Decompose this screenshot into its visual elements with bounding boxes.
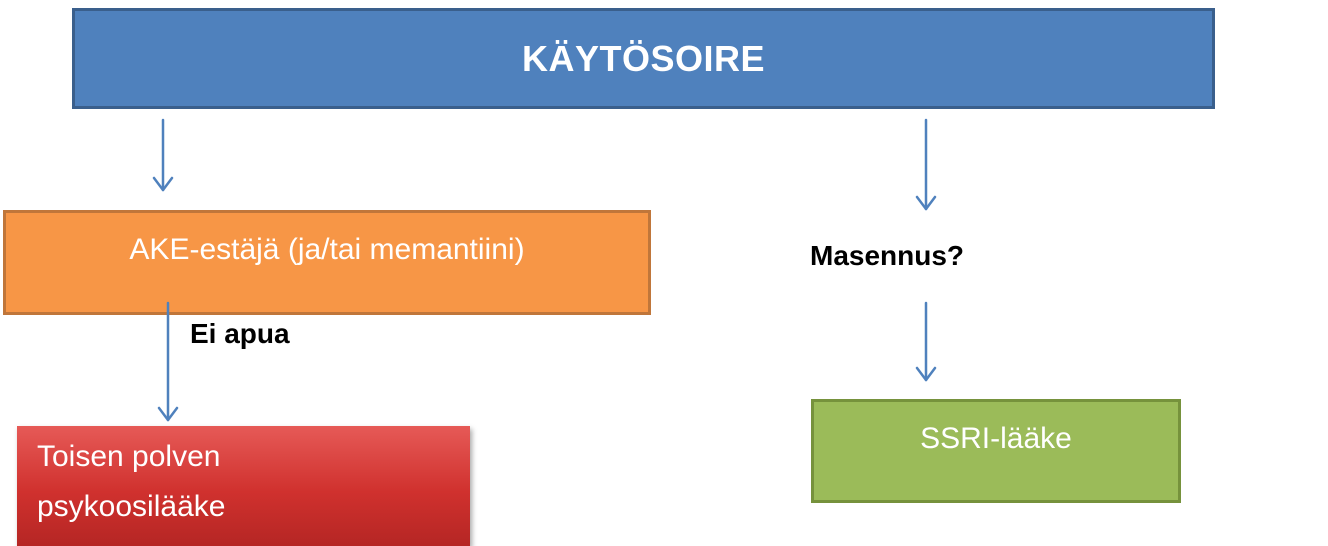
no-help-label: Ei apua (190, 318, 290, 349)
ache-inhibitor-box: AKE-estäjä (ja/tai memantiini) (3, 210, 651, 315)
antipsychotic-line-1: Toisen polven (37, 440, 221, 473)
arrow-ache-to-antipsychotic (157, 301, 179, 422)
antipsychotic-box: Toisen polven psykoosilääke (17, 426, 470, 546)
ssri-box: SSRI-lääke (811, 399, 1181, 503)
title-box: KÄYTÖSOIRE (72, 8, 1215, 109)
ache-inhibitor-text: AKE-estäjä (ja/tai memantiini) (129, 233, 525, 266)
arrow-depression-to-ssri (915, 301, 937, 382)
depression-label: Masennus? (810, 240, 965, 271)
ssri-text: SSRI-lääke (920, 422, 1072, 455)
arrow-title-to-ache (152, 118, 174, 192)
arrow-title-to-depression (915, 118, 937, 211)
title-text: KÄYTÖSOIRE (521, 37, 766, 79)
antipsychotic-line-2: psykoosilääke (37, 490, 226, 523)
